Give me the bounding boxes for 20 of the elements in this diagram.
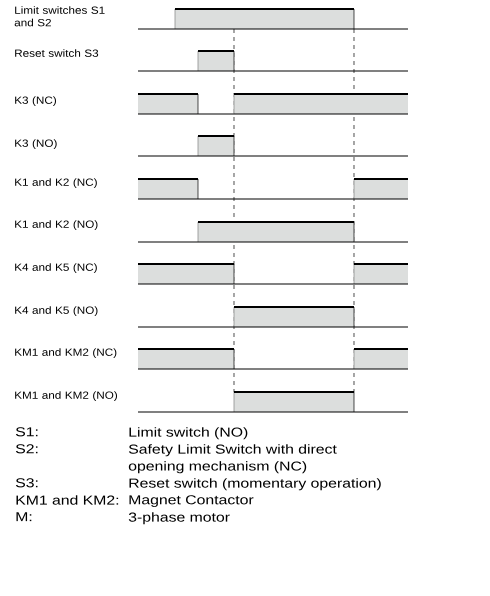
legend-description: Magnet Contactor (130, 495, 254, 507)
signal-label: K3 (NC) (15, 96, 56, 106)
legend-term: S3: (16, 478, 38, 488)
signal-label: K1 and K2 (NO) (15, 220, 98, 230)
signal-label: Reset switch S3 (15, 49, 98, 57)
signal-label: K4 and K5 (NC) (15, 263, 97, 273)
signal-label: KM1 and KM2 (NO) (15, 391, 118, 401)
signal-label: K1 and K2 (NC) (15, 178, 97, 188)
legend-term: M: (16, 512, 32, 522)
signal-label: Limit switches S1 and S2 (14, 6, 105, 26)
legend-term: S1: (16, 427, 38, 436)
signal-label: K3 (NO) (15, 139, 57, 149)
signal-label: K4 and K5 (NO) (15, 306, 98, 316)
legend-description: 3-phase motor (128, 512, 230, 524)
signal-label: KM1 and KM2 (NC) (15, 348, 116, 358)
legend-term: S2: (16, 444, 38, 454)
legend-description: Reset switch (momentary operation) (130, 478, 381, 490)
legend-description: Limit switch (NO) (130, 427, 248, 440)
legend-description: Safety Limit Switch with direct opening mechanism (NC) (128, 444, 337, 474)
legend-term: KM1 and KM2: (16, 495, 118, 505)
